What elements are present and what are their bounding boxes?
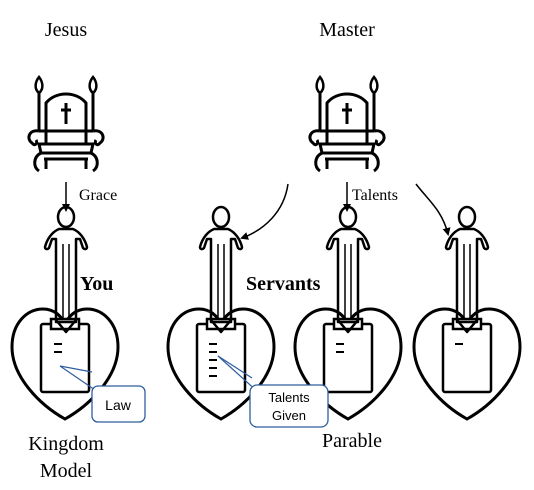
master-label: Master xyxy=(319,19,375,41)
throne-icon-jesus xyxy=(27,75,105,173)
throne-icon-master xyxy=(308,75,386,173)
parable-label: Parable xyxy=(322,430,382,452)
tally-you xyxy=(54,343,62,353)
talents-given-callout: Talents Given xyxy=(217,355,329,428)
kingdom-model-label-line-1: Kingdom xyxy=(28,433,104,455)
law-label: Law xyxy=(105,397,132,413)
heart-servant-3 xyxy=(412,307,522,421)
jesus-label: Jesus xyxy=(45,19,87,41)
curved-arrow-right xyxy=(415,183,451,236)
grace-label: Grace xyxy=(79,187,117,204)
talents-given-label-line-1: Talents xyxy=(268,390,310,405)
kingdom-model-label-line-2: Model xyxy=(40,460,93,482)
talents-given-label-line-2: Given xyxy=(272,408,306,423)
curved-arrow-left xyxy=(240,183,289,240)
law-callout: Law xyxy=(59,365,146,423)
you-label: You xyxy=(80,273,113,295)
talents-label: Talents xyxy=(352,187,398,204)
tally-servant-1 xyxy=(209,343,217,377)
tally-servant-2 xyxy=(336,343,344,353)
servants-label: Servants xyxy=(246,273,321,295)
